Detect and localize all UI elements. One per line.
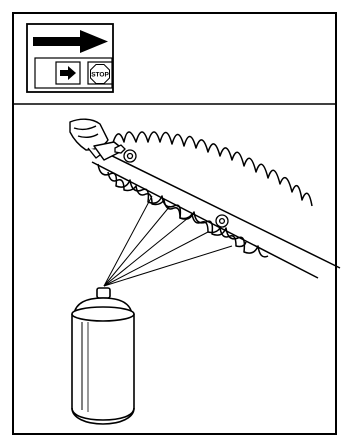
stop-sign-text: STOP — [91, 72, 109, 79]
instruction-panel: STOP — [26, 23, 114, 93]
hedge-trimmer-blade-icon — [91, 131, 341, 279]
stop-sign-icon: STOP — [90, 64, 110, 84]
hand-icon — [69, 118, 109, 159]
outer-border — [12, 12, 337, 435]
spray-can-icon — [71, 287, 135, 425]
spray-mist-icon — [103, 195, 233, 287]
play-arrow-icon — [60, 66, 76, 80]
nut-icon — [114, 144, 229, 228]
direction-arrow-icon — [33, 30, 108, 53]
